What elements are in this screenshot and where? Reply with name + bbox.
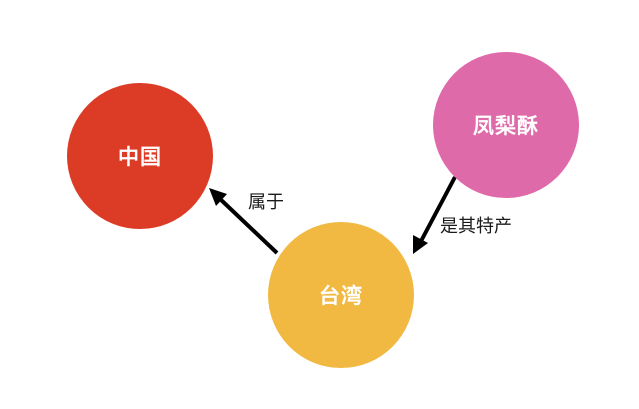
node-china: 中国 [67,83,213,229]
edge-label-belongs-to: 属于 [248,192,284,213]
node-label-taiwan: 台湾 [319,284,363,308]
node-pineapple-cake: 凤梨酥 [433,52,579,198]
node-label-china: 中国 [118,145,162,169]
arrowhead-china [209,188,227,206]
node-label-pineapple-cake: 凤梨酥 [473,114,539,138]
edge-taiwan-to-china [216,195,279,255]
edge-pineapple-to-taiwan [418,176,457,244]
node-taiwan: 台湾 [268,222,414,368]
arrowhead-taiwan [413,235,428,254]
edge-label-specialty: 是其特产 [440,216,512,237]
